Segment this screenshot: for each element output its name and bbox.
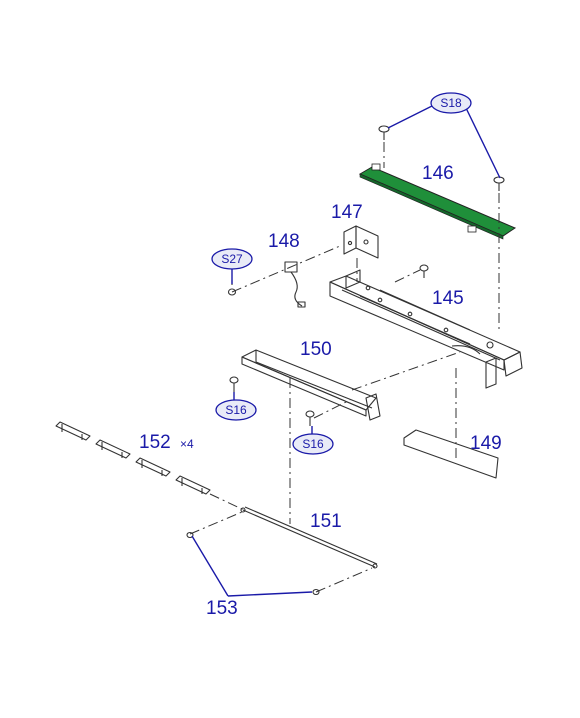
part-153-e-ring-left [186,531,194,539]
part-145-frame [329,264,523,389]
label-145: 145 [432,288,464,309]
part-149-strip [403,429,499,479]
ref-s27-text: S27 [221,252,243,266]
ref-s16-a: S16 [215,399,257,421]
label-148: 148 [268,231,300,252]
part-151-shaft [240,506,378,569]
ref-s18: S18 [430,92,472,114]
label-146: 146 [422,163,454,184]
ref-s18-text: S18 [440,96,462,110]
s16-screw-b [305,410,315,426]
part-152-rollers [55,421,211,495]
ref-s16-a-text: S16 [225,403,247,417]
label-152: 152 [139,432,171,453]
label-152-qty: ×4 [180,437,194,451]
part-153-e-ring-right [312,588,320,596]
roller-4 [175,475,211,495]
roller-3 [135,457,171,477]
part-146-board [358,163,517,240]
label-149: 149 [470,433,502,454]
label-150: 150 [300,339,332,360]
s16-screw-a [229,376,239,392]
part-150-bracket [241,349,381,421]
s18-screw-left [378,125,390,140]
part-148-switch [284,261,306,308]
roller-2 [95,439,131,459]
label-153: 153 [206,598,238,619]
ref-s16-b-text: S16 [302,437,324,451]
label-147: 147 [331,202,363,223]
s18-screw-right [493,176,505,191]
ref-s16-b: S16 [292,433,334,455]
ref-s27: S27 [211,248,253,270]
label-151: 151 [310,511,342,532]
roller-1 [55,421,91,441]
part-147-bracket [343,225,379,259]
